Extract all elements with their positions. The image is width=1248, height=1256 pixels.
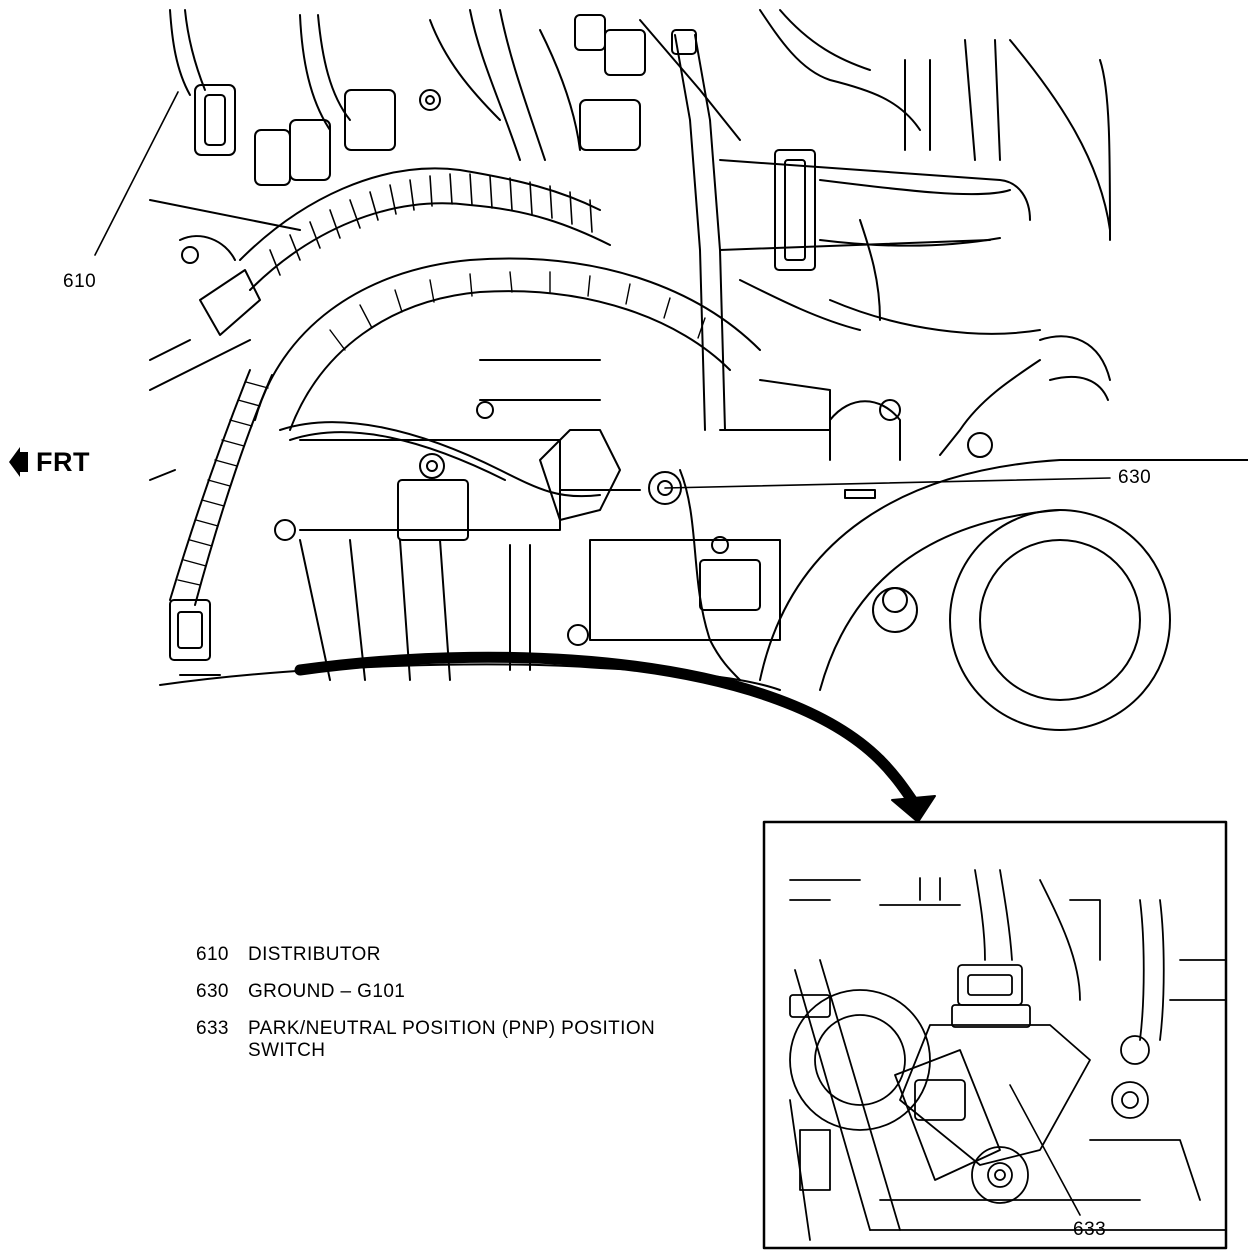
legend-code: 630	[196, 980, 229, 1002]
detail-inset-frame	[762, 820, 1228, 1250]
legend-code: 633	[196, 1017, 229, 1039]
legend-text: DISTRIBUTOR	[248, 944, 381, 965]
front-arrow-icon	[9, 447, 28, 477]
legend-item: 630 GROUND – G101	[196, 981, 736, 1004]
legend-code: 610	[196, 944, 229, 965]
front-label: FRT	[36, 446, 90, 477]
leader-lines	[94, 91, 1111, 1216]
legend-text: PARK/NEUTRAL POSITION (PNP) POSITION SWI…	[248, 1017, 656, 1062]
pnp-switch-illustration	[789, 869, 1227, 1241]
detail-arrow	[294, 651, 936, 823]
engine-bay-illustration	[149, 9, 1248, 731]
callout-633: 633	[1073, 1219, 1107, 1240]
legend: 610 DISTRIBUTOR 630 GROUND – G101 633 PA…	[196, 944, 736, 1077]
callout-630: 630	[1118, 467, 1152, 488]
legend-text: GROUND – G101	[248, 980, 406, 1002]
callout-610: 610	[63, 271, 97, 292]
legend-item: 610 DISTRIBUTOR	[196, 944, 736, 967]
legend-item: 633 PARK/NEUTRAL POSITION (PNP) POSITION…	[196, 1018, 736, 1064]
front-indicator: FRT	[6, 444, 90, 480]
